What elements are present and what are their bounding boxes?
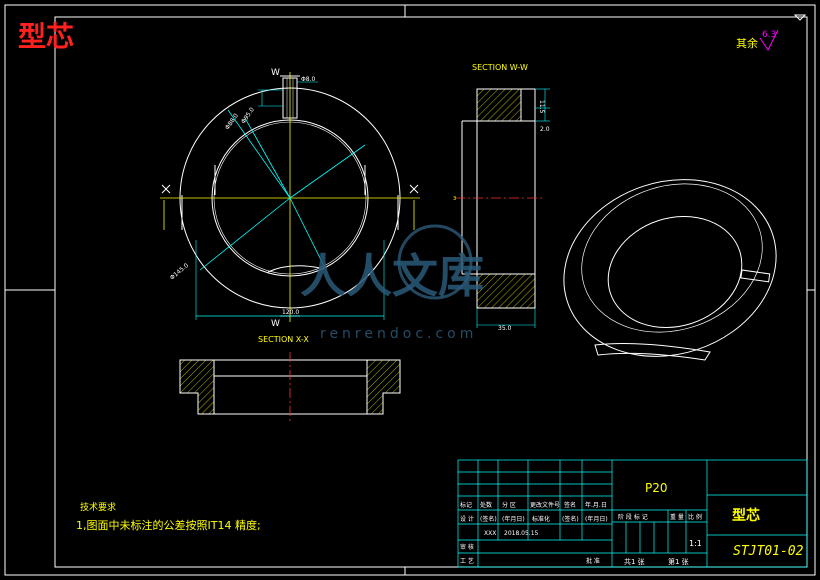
tb-sheet-no: 第1 张 — [668, 557, 689, 566]
x-mark-icon — [161, 184, 171, 194]
hatch-top — [476, 88, 522, 122]
watermark-url: renrendoc.com — [320, 326, 477, 342]
dim-d2: Φ95.0 — [240, 106, 256, 125]
surface-note-prefix: 其余 — [736, 36, 758, 50]
dim-h2: 2.0 — [540, 126, 550, 133]
tb-header-mark: 标记 — [460, 501, 472, 509]
label-w-bottom: W — [271, 319, 280, 329]
dim-leader — [289, 144, 366, 199]
tb-standard-date: (年月日) — [585, 515, 608, 523]
dim-side-small: 3 — [453, 196, 456, 202]
watermark-logo-icon — [397, 224, 473, 300]
title-red: 型芯 — [18, 20, 74, 53]
section-xx — [179, 352, 401, 422]
tech-req-item1: 1,图面中未标注的公差按照IT14 精度; — [76, 518, 261, 532]
tb-design-label: 设 计 — [460, 515, 474, 523]
hatch-right — [366, 359, 401, 415]
tb-stage-header: 阶 段 标 记 — [618, 513, 648, 521]
dim-h1: 11.5 — [538, 100, 545, 114]
iso-outer — [563, 179, 777, 357]
iso-rim — [581, 183, 763, 333]
roughness-symbol-icon — [759, 29, 779, 51]
tb-weight-header: 重 量 — [670, 513, 684, 521]
dim-leader — [289, 197, 326, 269]
label-w-top: W — [271, 68, 280, 78]
tb-part-name: 型芯 — [732, 507, 760, 524]
section-ww-label: SECTION W-W — [472, 63, 528, 72]
tb-standard-label: 标准化 — [532, 515, 550, 523]
dim-d1: Φ88.0 — [224, 112, 240, 131]
x-mark-icon — [409, 184, 419, 194]
hole-section — [520, 88, 536, 122]
tb-approve: 批 准 — [586, 557, 600, 565]
dim-leader — [227, 109, 291, 199]
tb-process: 工 艺 — [460, 557, 474, 565]
tech-req-heading: 技术要求 — [80, 501, 116, 513]
front-view — [160, 72, 420, 322]
tb-standard-sign: (签名) — [562, 515, 579, 523]
tb-date: 2018.05.15 — [504, 530, 539, 537]
dim-top-hole: Φ8.0 — [301, 76, 315, 83]
frame-orientation-mark — [793, 14, 807, 21]
tb-header-sign: 签名 — [564, 501, 576, 509]
tb-header-zone: 分 区 — [502, 501, 516, 509]
section-xx-label: SECTION X-X — [258, 335, 309, 344]
title-block — [457, 459, 808, 568]
watermark-brand: 人人文库 — [300, 249, 484, 303]
dim-120: 120.0 — [282, 309, 299, 316]
tb-header-date: 年.月.日 — [585, 501, 607, 509]
tb-header-count: 处数 — [480, 501, 492, 509]
tb-scale-header: 比 例 — [688, 513, 702, 521]
tb-drawing-no: STJT01-02 — [733, 544, 804, 559]
tb-designer: XXX — [484, 530, 496, 537]
iso-hole — [740, 269, 771, 283]
surface-note-value: 6.3 — [762, 30, 776, 40]
tb-design-date: (年月日) — [502, 515, 525, 523]
tb-header-change-doc: 更改文件号 — [530, 501, 560, 509]
hatch-left — [179, 359, 215, 415]
iso-inner — [607, 216, 743, 328]
section-ww — [455, 88, 550, 328]
dim-leader — [199, 197, 291, 271]
dim-35: 35.0 — [498, 325, 512, 332]
bottom-slot — [267, 265, 321, 273]
iso-slot — [594, 343, 711, 361]
inner-frame — [54, 16, 808, 568]
dim-leader — [244, 117, 291, 199]
tb-review: 审 核 — [460, 543, 474, 551]
tb-design-sign: (签名) — [480, 515, 497, 523]
dim-d3: Φ145.0 — [169, 262, 190, 282]
hatch-bottom — [476, 273, 536, 309]
tb-scale: 1:1 — [689, 539, 702, 548]
tb-sheets-total: 共1 张 — [624, 557, 645, 566]
tb-material: P20 — [645, 481, 668, 495]
isometric-view — [563, 179, 777, 361]
